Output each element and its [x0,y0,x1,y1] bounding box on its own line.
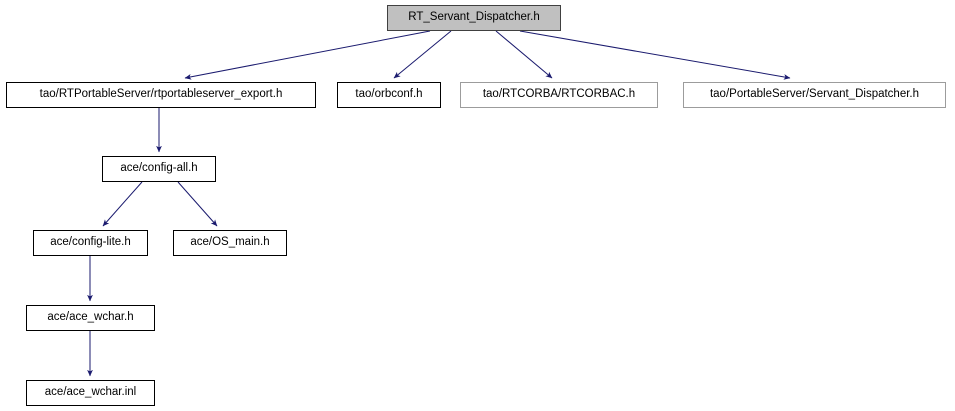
node-label-orbconf: tao/orbconf.h [355,88,423,101]
node-label-os_main: ace/OS_main.h [190,236,270,249]
node-rtps_export[interactable]: tao/RTPortableServer/rtportableserver_ex… [6,82,316,108]
edge-root-to-servant_dispatcher [519,30,791,80]
node-config_lite[interactable]: ace/config-lite.h [33,230,148,256]
node-label-rtcorbac: tao/RTCORBA/RTCORBAC.h [482,88,636,101]
node-ace_wchar_inl[interactable]: ace/ace_wchar.inl [26,380,155,406]
node-servant_dispatcher[interactable]: tao/PortableServer/Servant_Dispatcher.h [683,82,946,108]
node-os_main[interactable]: ace/OS_main.h [173,230,287,256]
node-label-config_all: ace/config-all.h [120,162,198,175]
node-config_all[interactable]: ace/config-all.h [102,156,216,182]
node-ace_wchar_h[interactable]: ace/ace_wchar.h [26,305,155,331]
node-label-ace_wchar_inl: ace/ace_wchar.inl [44,386,137,399]
edge-root-to-rtcorbac [495,30,553,79]
node-label-ace_wchar_h: ace/ace_wchar.h [47,311,134,324]
edge-root-to-orbconf [393,30,452,79]
node-label-rtps_export: tao/RTPortableServer/rtportableserver_ex… [39,88,283,101]
node-label-root: RT_Servant_Dispatcher.h [408,11,540,24]
node-rtcorbac[interactable]: tao/RTCORBA/RTCORBAC.h [460,82,658,108]
edge-config_all-to-config_lite [102,181,143,227]
node-orbconf[interactable]: tao/orbconf.h [337,82,441,108]
node-label-servant_dispatcher: tao/PortableServer/Servant_Dispatcher.h [709,88,920,101]
edge-root-to-rtps_export [184,30,431,80]
node-root[interactable]: RT_Servant_Dispatcher.h [387,5,561,31]
edge-config_all-to-os_main [177,181,218,227]
node-label-config_lite: ace/config-lite.h [50,236,131,249]
